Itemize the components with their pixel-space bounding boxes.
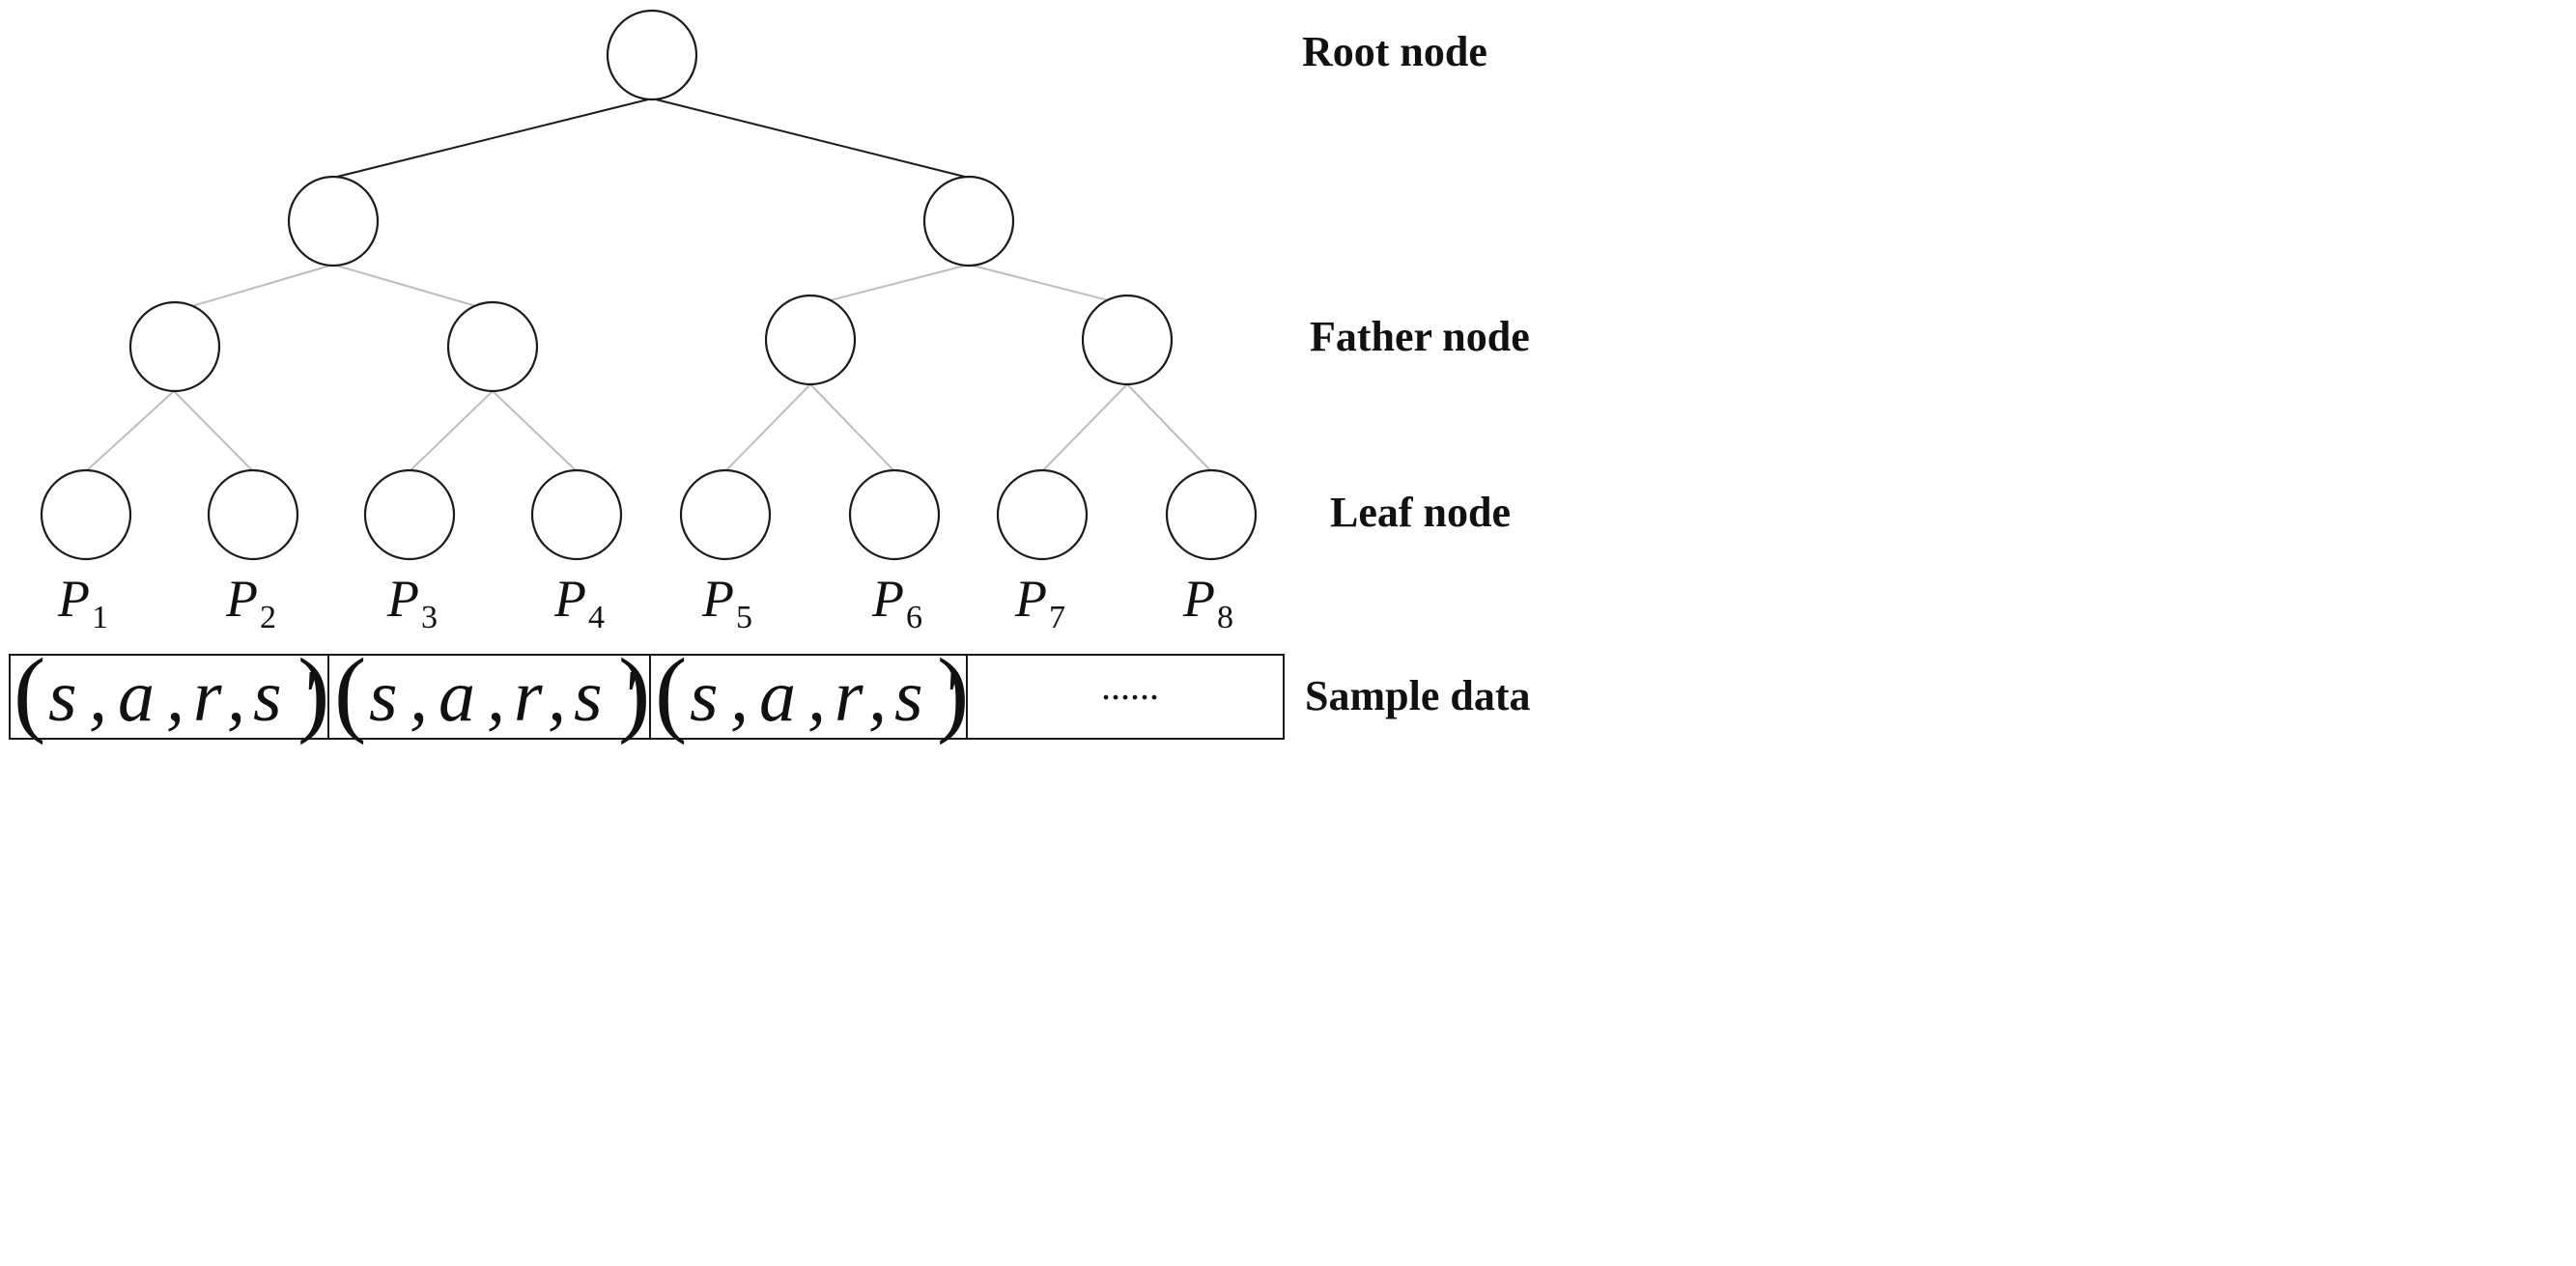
- tuple-open-paren: (: [334, 638, 366, 746]
- sample-cell-1: [9, 654, 329, 740]
- tuple-close-paren: ): [297, 638, 329, 746]
- leaf-node-1: [40, 468, 132, 561]
- leaf-label-6: P6: [871, 570, 922, 635]
- leaf-label-2: P2: [225, 570, 276, 635]
- tuple-open-paren: (: [14, 638, 45, 746]
- edge-l2b-leaf4: [492, 390, 578, 472]
- edge-root-right: [651, 98, 970, 179]
- tuple-s-prime: s ': [894, 656, 959, 737]
- tuple-comma: ,: [548, 656, 566, 737]
- tuple-r: r: [514, 656, 543, 737]
- tuple-a: a: [759, 656, 796, 737]
- tuple-open-paren: (: [655, 638, 687, 746]
- edges-level1: [175, 264, 1128, 312]
- tuple-s-prime: s ': [574, 656, 638, 737]
- leaf-label-7: P7: [1014, 570, 1065, 635]
- leaf-node-7: [996, 468, 1089, 561]
- leaf-node-3: [363, 468, 456, 561]
- leaf-node-label: Leaf node: [1330, 489, 1511, 536]
- edge-l2c-leaf6: [809, 383, 895, 472]
- leaf-label-8: P8: [1182, 570, 1233, 635]
- leaf-node-4: [530, 468, 623, 561]
- leaf-node-6: [848, 468, 941, 561]
- root-node-label: Root node: [1302, 28, 1487, 75]
- edge-l1b-l2d: [968, 264, 1128, 306]
- edge-l2d-leaf8: [1126, 383, 1212, 472]
- sample-tuple-1: ( s , a , r , s ' ): [14, 638, 329, 746]
- leaf-label-1: P1: [57, 570, 108, 635]
- father-node-label: Father node: [1310, 313, 1530, 360]
- tuple-s: s: [690, 656, 719, 737]
- level1-node-right: [922, 175, 1015, 267]
- tuple-comma: ,: [410, 656, 428, 737]
- tuple-comma: ,: [868, 656, 887, 737]
- edge-l1a-l2b: [332, 264, 494, 312]
- edge-root-left: [332, 98, 653, 179]
- edge-l2a-leaf1: [85, 390, 175, 472]
- tuple-comma: ,: [89, 656, 107, 737]
- edge-l1a-l2a: [175, 264, 334, 312]
- father-node-2: [446, 300, 539, 393]
- leaf-label-5: P5: [701, 570, 752, 635]
- sample-ellipsis: ......: [1101, 664, 1159, 708]
- leaf-node-5: [679, 468, 772, 561]
- edge-l2d-leaf7: [1041, 383, 1128, 472]
- leaf-label-4: P4: [553, 570, 605, 635]
- sample-cell-2: [327, 654, 651, 740]
- leaf-label-3: P3: [386, 570, 438, 635]
- sample-data-label: Sample data: [1305, 672, 1530, 719]
- sample-data-table: ( s , a , r , s ' ) ( s , a , r , s ' ) …: [9, 638, 1285, 746]
- father-node-1: [128, 300, 221, 393]
- tuple-a: a: [118, 656, 155, 737]
- tuple-a: a: [439, 656, 475, 737]
- tuple-s-prime: s ': [253, 656, 318, 737]
- tuple-close-paren: ): [937, 638, 969, 746]
- edge-l2a-leaf2: [173, 390, 254, 472]
- edge-l2c-leaf5: [724, 383, 811, 472]
- tuple-s: s: [369, 656, 398, 737]
- tuple-comma: ,: [487, 656, 505, 737]
- edge-l1b-l2c: [810, 264, 970, 306]
- tuple-comma: ,: [227, 656, 245, 737]
- root-node-circle: [606, 9, 698, 101]
- sample-cell-3: [649, 654, 968, 740]
- tuple-comma: ,: [807, 656, 826, 737]
- leaf-priority-labels: P1 P2 P3 P4 P5 P6 P7 P8: [57, 570, 1233, 635]
- tuple-r: r: [193, 656, 222, 737]
- leaf-node-2: [207, 468, 299, 561]
- sample-tuple-3: ( s , a , r , s ' ): [655, 638, 969, 746]
- sample-tuple-2: ( s , a , r , s ' ): [334, 638, 650, 746]
- leaf-node-8: [1165, 468, 1258, 561]
- tuple-close-paren: ): [618, 638, 650, 746]
- sample-cell-4: [966, 654, 1285, 740]
- father-node-3: [764, 294, 857, 386]
- tuple-comma: ,: [730, 656, 749, 737]
- tuple-comma: ,: [166, 656, 184, 737]
- father-node-4: [1081, 294, 1174, 386]
- tuple-r: r: [835, 656, 863, 737]
- tuple-s: s: [48, 656, 77, 737]
- edge-l2b-leaf3: [409, 390, 494, 472]
- level1-node-left: [287, 175, 380, 267]
- edges-root: [332, 98, 970, 179]
- edges-level2: [85, 383, 1212, 472]
